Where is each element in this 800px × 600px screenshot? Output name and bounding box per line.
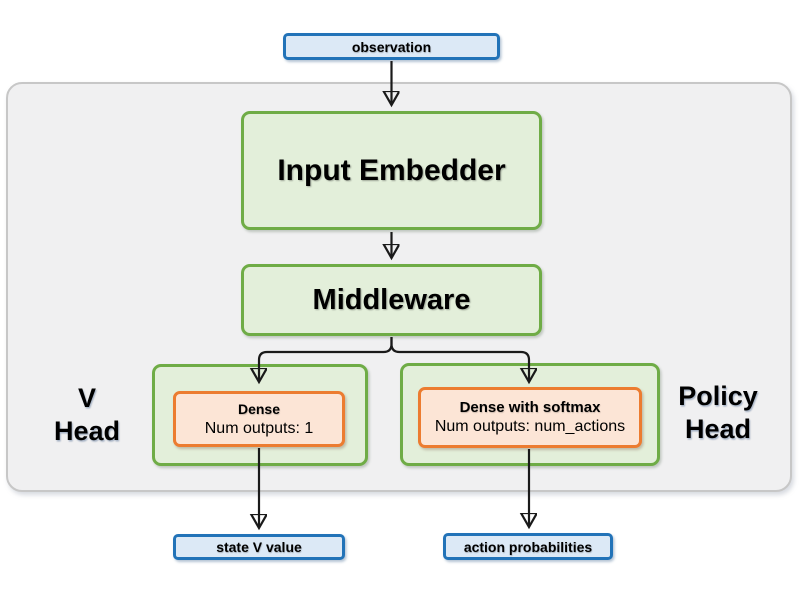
dense-layer-node: Dense Num outputs: 1: [173, 391, 345, 447]
input-embedder-node: Input Embedder: [241, 111, 542, 230]
v-head-label: V Head: [37, 382, 137, 448]
dense-softmax-layer-outputs: Num outputs: num_actions: [434, 418, 626, 435]
state-v-value-label: state V value: [216, 539, 302, 555]
middleware-label: Middleware: [312, 283, 471, 316]
v-head-label-line1: V: [77, 383, 96, 413]
state-v-value-node: state V value: [173, 534, 345, 560]
dense-layer-outputs: Num outputs: 1: [204, 419, 314, 437]
input-embedder-label: Input Embedder: [277, 153, 506, 187]
dense-softmax-layer-name: Dense with softmax: [459, 399, 601, 416]
dense-layer-name: Dense: [237, 400, 281, 417]
policy-head-label: Policy Head: [662, 380, 774, 446]
policy-head-label-line1: Policy: [678, 381, 758, 411]
action-probabilities-label: action probabilities: [463, 538, 593, 555]
observation-node: observation: [283, 33, 500, 60]
v-head-label-line2: Head: [53, 416, 121, 446]
policy-head-label-line2: Head: [684, 414, 752, 444]
dense-softmax-layer-node: Dense with softmax Num outputs: num_acti…: [418, 387, 642, 448]
observation-label: observation: [351, 38, 432, 55]
action-probabilities-node: action probabilities: [443, 533, 613, 560]
middleware-node: Middleware: [241, 264, 542, 336]
